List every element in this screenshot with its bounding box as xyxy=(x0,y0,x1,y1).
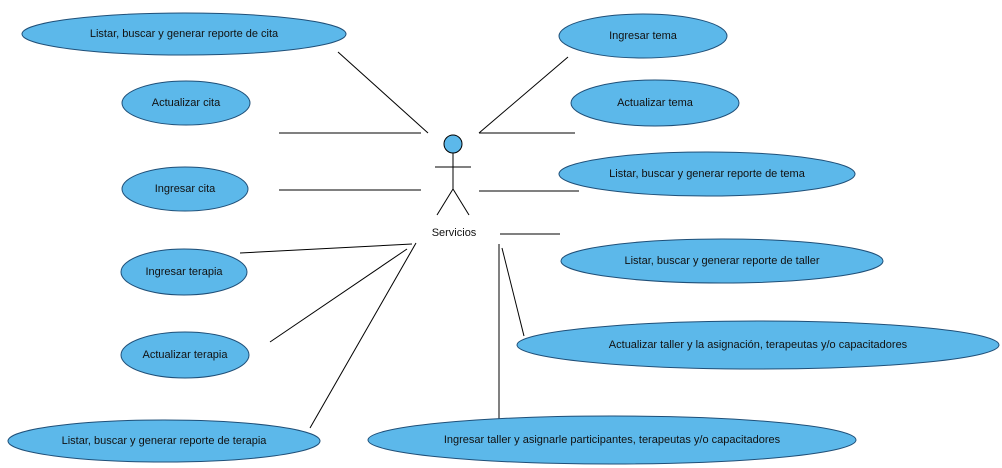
use-case-actualizar-cita[interactable]: Actualizar cita xyxy=(121,80,251,126)
use-case-ellipse xyxy=(367,415,857,465)
use-case-ingresar-terapia[interactable]: Ingresar terapia xyxy=(120,248,248,296)
use-case-ellipse xyxy=(121,80,251,126)
actor-servicios[interactable]: Servicios xyxy=(432,134,477,239)
use-case-label: Ingresar tema xyxy=(609,30,678,42)
use-case-ellipse xyxy=(21,12,347,56)
use-case-label: Actualizar tema xyxy=(617,97,694,109)
use-case-label: Ingresar terapia xyxy=(145,266,223,278)
assoc-ingresar-terapia xyxy=(239,243,413,254)
use-case-label: Ingresar cita xyxy=(155,183,216,195)
use-case-ellipse xyxy=(560,238,884,284)
use-case-listar-cita[interactable]: Listar, buscar y generar reporte de cita xyxy=(21,12,347,56)
use-case-ellipse xyxy=(558,13,728,59)
use-case-listar-tema[interactable]: Listar, buscar y generar reporte de tema xyxy=(558,151,856,197)
use-case-ellipse xyxy=(558,151,856,197)
use-case-actualizar-terapia[interactable]: Actualizar terapia xyxy=(120,331,250,379)
use-case-ellipse xyxy=(7,419,321,463)
assoc-listar-cita xyxy=(337,51,429,134)
use-case-label: Listar, buscar y generar reporte de cita xyxy=(90,28,279,40)
use-case-actualizar-taller[interactable]: Actualizar taller y la asignación, terap… xyxy=(516,320,1000,370)
use-case-label: Ingresar taller y asignarle participante… xyxy=(444,434,781,446)
use-case-ellipse xyxy=(121,166,249,212)
use-case-listar-taller[interactable]: Listar, buscar y generar reporte de tall… xyxy=(560,238,884,284)
use-case-ellipse xyxy=(120,331,250,379)
use-case-label: Listar, buscar y generar reporte de tema xyxy=(609,168,806,180)
actor-right-leg xyxy=(452,188,470,216)
assoc-actualizar-taller xyxy=(501,247,525,337)
use-case-label: Listar, buscar y generar reporte de tall… xyxy=(624,255,819,267)
use-case-actualizar-tema[interactable]: Actualizar tema xyxy=(570,79,740,127)
use-case-label: Actualizar terapia xyxy=(143,349,229,361)
use-case-label: Actualizar cita xyxy=(152,97,221,109)
use-case-label: Actualizar taller y la asignación, terap… xyxy=(609,339,908,351)
assoc-ingresar-tema xyxy=(478,56,569,134)
use-case-listar-terapia[interactable]: Listar, buscar y generar reporte de tera… xyxy=(7,419,321,463)
use-case-ellipse xyxy=(120,248,248,296)
actor-head-icon xyxy=(443,134,463,154)
actor-label: Servicios xyxy=(432,227,477,239)
use-case-ingresar-cita[interactable]: Ingresar cita xyxy=(121,166,249,212)
associations xyxy=(239,51,579,429)
assoc-listar-terapia xyxy=(309,242,417,429)
use-case-ingresar-tema[interactable]: Ingresar tema xyxy=(558,13,728,59)
use-case-ellipse xyxy=(516,320,1000,370)
use-case-ingresar-taller[interactable]: Ingresar taller y asignarle participante… xyxy=(367,415,857,465)
assoc-actualizar-terapia xyxy=(269,248,408,343)
use-case-ellipse xyxy=(570,79,740,127)
use-case-label: Listar, buscar y generar reporte de tera… xyxy=(62,435,268,447)
actor-left-leg xyxy=(436,188,454,216)
